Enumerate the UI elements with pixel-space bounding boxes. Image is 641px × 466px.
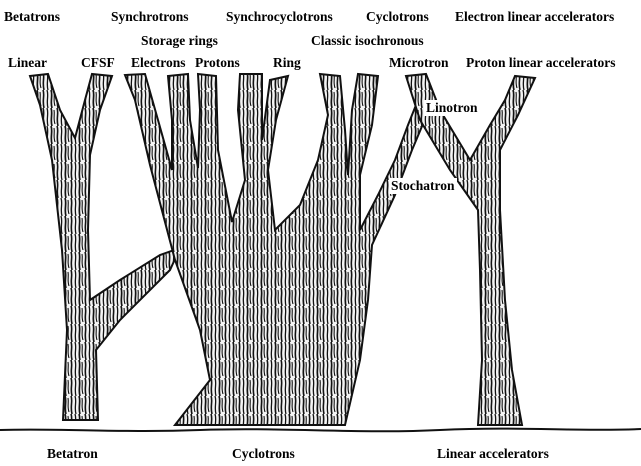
label-storage-rings: Storage rings — [141, 34, 218, 48]
label-synchrotrons: Synchrotrons — [111, 10, 189, 24]
label-electrons: Electrons — [131, 56, 186, 70]
label-cyclotrons-bottom: Cyclotrons — [232, 447, 295, 461]
label-ring: Ring — [273, 56, 301, 70]
label-linear: Linear — [8, 56, 47, 70]
label-linear-accelerators-bottom: Linear accelerators — [437, 447, 549, 461]
label-synchrocyclotrons: Synchrocyclotrons — [226, 10, 333, 24]
label-classic-isochronous: Classic isochronous — [311, 34, 424, 48]
label-microtron: Microtron — [389, 56, 448, 70]
label-stochatron: Stochatron — [389, 178, 457, 194]
label-betatrons: Betatrons — [4, 10, 60, 24]
label-linotron: Linotron — [424, 100, 480, 116]
ground-line — [0, 429, 641, 432]
label-betatron-bottom: Betatron — [47, 447, 98, 461]
label-electron-linear: Electron linear accelerators — [455, 10, 614, 24]
label-cyclotrons-top: Cyclotrons — [366, 10, 429, 24]
cyclotron-tree — [125, 74, 428, 425]
label-cfsf: CFSF — [81, 56, 115, 70]
label-protons: Protons — [195, 56, 240, 70]
linear-tree — [406, 74, 535, 425]
label-proton-linear: Proton linear accelerators — [466, 56, 615, 70]
